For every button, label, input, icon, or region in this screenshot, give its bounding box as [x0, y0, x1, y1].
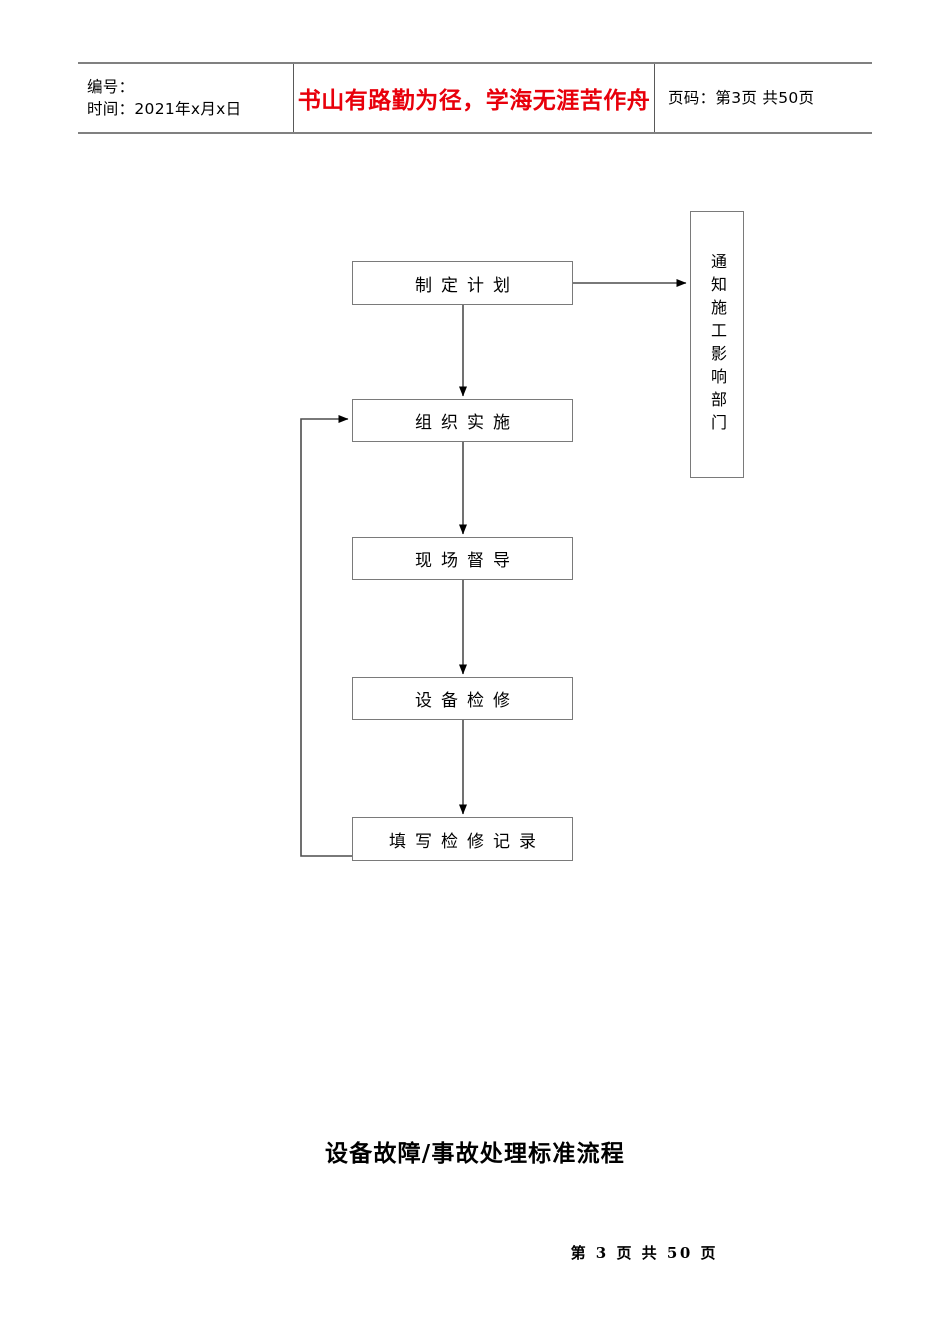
- header-slogan-text: 书山有路勤为径，学海无涯苦作舟: [297, 87, 651, 114]
- header-id-label: 编号：: [87, 78, 135, 96]
- header-date-line: 时间：2021年x月x日: [87, 100, 242, 118]
- flow-node-notify-label: 通知施工影响部门: [708, 252, 727, 437]
- header-cell-identifier: 编号： 时间：2021年x月x日: [78, 64, 293, 132]
- flow-node-notify: 通知施工影响部门: [690, 211, 744, 478]
- flow-node-supervise-label: 现场督导: [415, 551, 519, 571]
- flow-node-plan: 制定计划: [352, 261, 573, 305]
- flow-node-record-label: 填写检修记录: [389, 831, 545, 852]
- flow-edge-record-to-organize-feedback: [300, 415, 352, 857]
- flow-node-record: 填写检修记录: [352, 817, 573, 861]
- flow-node-organize: 组织实施: [352, 399, 573, 442]
- flow-node-supervise: 现场督导: [352, 537, 573, 580]
- header-cell-slogan: 书山有路勤为径，学海无涯苦作舟: [293, 64, 655, 132]
- document-header-table: 编号： 时间：2021年x月x日 书山有路勤为径，学海无涯苦作舟 页码：第3页 …: [78, 62, 872, 134]
- flow-node-organize-label: 组织实施: [415, 413, 519, 433]
- flow-node-maintain: 设备检修: [352, 677, 573, 720]
- flow-node-maintain-label: 设备检修: [415, 691, 519, 711]
- flow-node-plan-label: 制定计划: [415, 275, 519, 296]
- page-title: 设备故障/事故处理标准流程: [324, 1141, 625, 1167]
- page-footer-pagination: 第 3 页 共 50 页: [570, 1244, 718, 1262]
- header-cell-page-number: 页码：第3页 共50页: [655, 64, 872, 132]
- header-page-line: 页码：第3页 共50页: [668, 89, 815, 107]
